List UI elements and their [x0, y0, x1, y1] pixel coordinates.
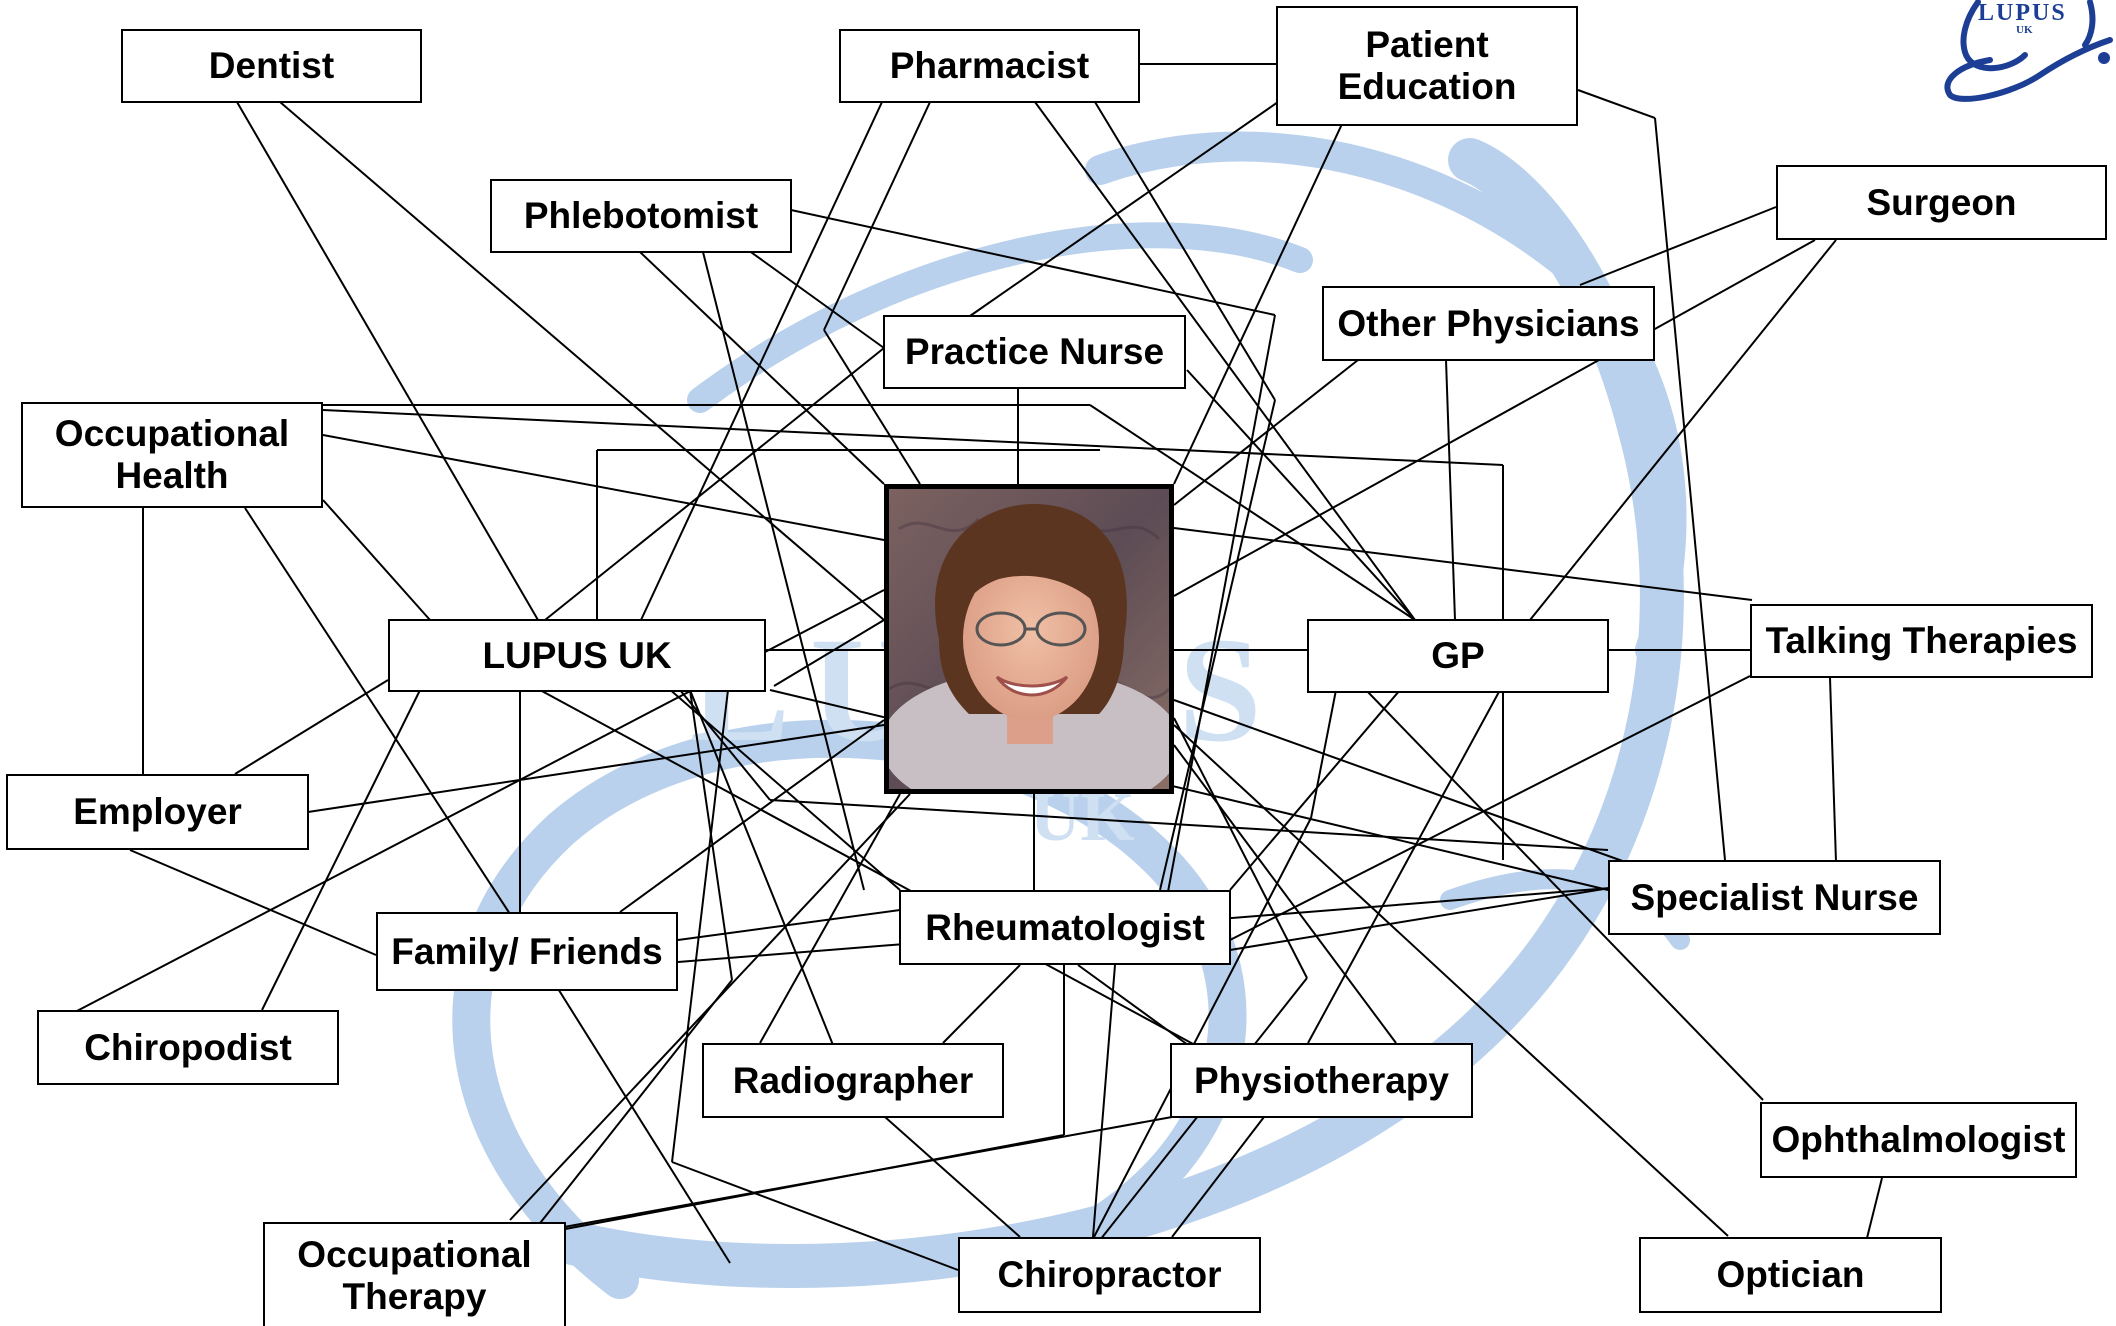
- edge: [1173, 527, 1753, 601]
- node-talking-therapies: Talking Therapies: [1750, 604, 2093, 678]
- node-chiropractor: Chiropractor: [958, 1237, 1261, 1313]
- edge: [1529, 239, 1837, 621]
- edge: [773, 619, 885, 687]
- edge: [823, 101, 931, 331]
- edge: [677, 909, 901, 941]
- node-employer: Employer: [6, 774, 309, 850]
- edge: [1034, 101, 1416, 621]
- edge: [1186, 369, 1416, 621]
- edge: [1173, 239, 1816, 597]
- edge: [1093, 817, 1312, 1238]
- edge: [1173, 717, 1308, 979]
- edge: [1092, 964, 1116, 1238]
- edge: [1229, 675, 1751, 941]
- node-lupus-uk: LUPUS UK: [388, 619, 766, 692]
- edge: [679, 689, 771, 801]
- edge: [1089, 404, 1416, 621]
- logo-subtitle: UK: [2016, 24, 2033, 36]
- edge: [619, 719, 885, 913]
- edge: [1159, 399, 1276, 891]
- edge: [1654, 117, 1726, 861]
- portrait-illustration: [889, 489, 1169, 789]
- edge: [1159, 314, 1276, 936]
- edge: [322, 409, 1504, 466]
- node-patient-education: Patient Education: [1276, 6, 1578, 126]
- edge: [536, 979, 733, 1228]
- node-occupational-health: Occupational Health: [21, 402, 323, 508]
- edge: [1173, 359, 1359, 506]
- edge: [671, 689, 729, 1163]
- edge: [244, 507, 541, 961]
- edge: [769, 799, 1609, 851]
- node-chiropodist: Chiropodist: [37, 1010, 339, 1085]
- node-optician: Optician: [1639, 1237, 1942, 1313]
- edge: [729, 236, 885, 349]
- edge: [563, 1116, 1173, 1228]
- edge: [1229, 887, 1611, 951]
- edge: [1229, 689, 1401, 891]
- lupus-uk-logo: [1944, 0, 2113, 102]
- edge: [689, 689, 834, 1046]
- edge: [322, 499, 431, 621]
- edge: [969, 101, 1279, 317]
- logo-title: LUPUS: [1978, 0, 2067, 26]
- edge: [539, 959, 731, 1264]
- edge: [1173, 744, 1397, 1044]
- edge: [1579, 206, 1777, 286]
- edge: [884, 1116, 1021, 1238]
- node-dentist: Dentist: [121, 29, 422, 103]
- edge: [1577, 89, 1656, 119]
- edge: [544, 347, 885, 621]
- portrait-photo: [884, 484, 1174, 794]
- edge: [640, 101, 883, 621]
- node-specialist-nurse: Specialist Nurse: [1608, 860, 1941, 935]
- edge: [1173, 123, 1343, 485]
- edge: [279, 101, 885, 621]
- edge: [509, 793, 911, 1221]
- edge: [129, 849, 377, 956]
- edge: [702, 251, 865, 891]
- node-pharmacist: Pharmacist: [839, 29, 1140, 103]
- edge: [234, 679, 389, 775]
- node-radiographer: Radiographer: [702, 1043, 1004, 1118]
- edge: [1077, 964, 1189, 1046]
- edge: [639, 251, 885, 485]
- edge: [1307, 689, 1501, 1044]
- edge: [1310, 689, 1337, 819]
- edge: [236, 101, 539, 621]
- edge: [1445, 359, 1456, 621]
- edge: [261, 679, 426, 1011]
- node-family-friends: Family/ Friends: [376, 912, 678, 991]
- node-phlebotomist: Phlebotomist: [490, 179, 792, 253]
- node-ophthalmologist: Ophthalmologist: [1760, 1102, 2077, 1178]
- edge: [1173, 699, 1643, 869]
- edge: [1866, 1177, 1883, 1239]
- node-gp: GP: [1307, 619, 1609, 693]
- edge: [942, 964, 1021, 1044]
- node-rheumatologist: Rheumatologist: [899, 890, 1231, 965]
- edge: [1171, 1116, 1265, 1238]
- edge: [539, 689, 1196, 1046]
- node-occupational-therapy: Occupational Therapy: [263, 1222, 566, 1326]
- node-practice-nurse: Practice Nurse: [883, 315, 1186, 389]
- node-physiotherapy: Physiotherapy: [1170, 1043, 1473, 1118]
- node-surgeon: Surgeon: [1776, 165, 2107, 240]
- edge: [790, 209, 1276, 316]
- edge: [1173, 724, 1729, 1237]
- edge: [322, 434, 885, 541]
- edge: [671, 1161, 959, 1271]
- edge: [1094, 101, 1276, 401]
- edge: [823, 329, 921, 485]
- edge: [307, 724, 885, 813]
- edge: [1829, 677, 1837, 863]
- node-other-physicians: Other Physicians: [1322, 286, 1655, 361]
